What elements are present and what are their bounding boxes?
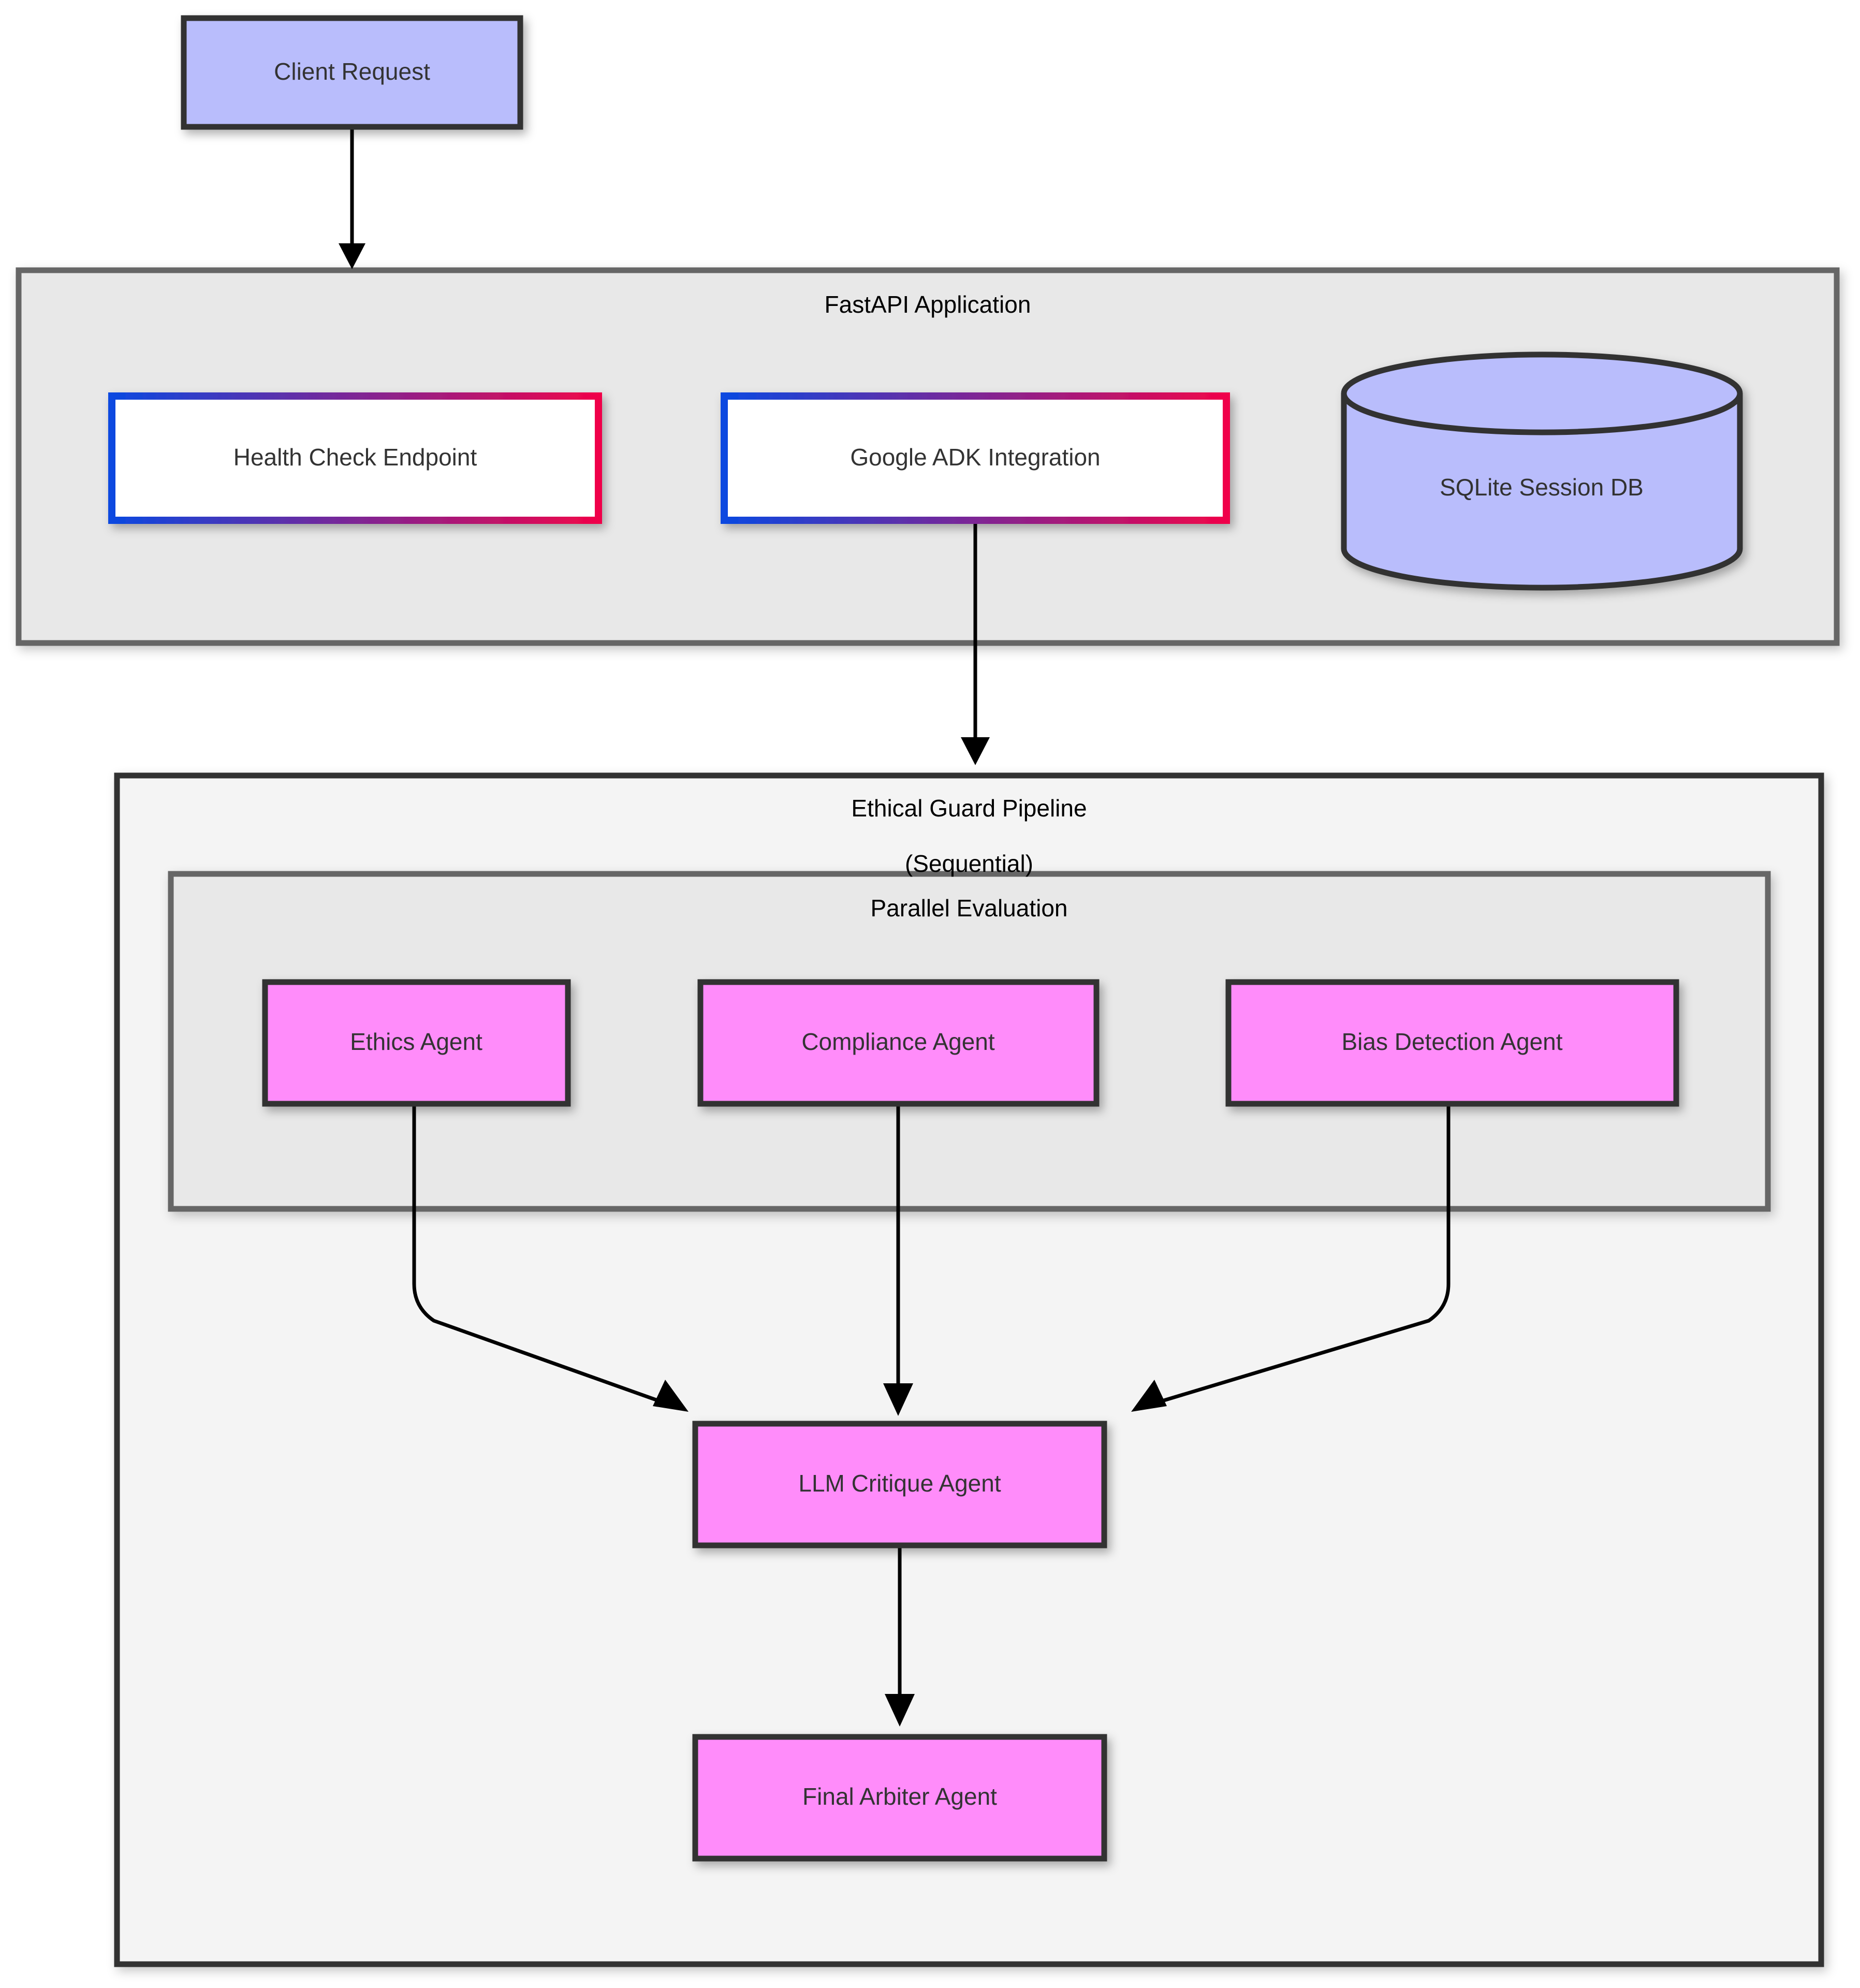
edge-ethics-to-critique [412, 1104, 689, 1412]
node-health-check-endpoint[interactable]: Health Check Endpoint [108, 392, 602, 524]
ethics-agent-box[interactable] [262, 979, 571, 1107]
bias-detection-agent-label: Bias Detection Agent [1341, 1028, 1562, 1055]
cluster-pipeline-label-line2: (Sequential) [905, 850, 1033, 877]
arrowhead-icon [885, 1694, 915, 1727]
arrowhead-icon [339, 243, 365, 269]
compliance-agent-label: Compliance Agent [801, 1028, 995, 1055]
arrowhead-icon [883, 1383, 913, 1416]
cluster-parallel-label: Parallel Evaluation [870, 895, 1067, 922]
node-sqlite-session-db[interactable]: SQLite Session DB [1341, 352, 1743, 591]
node-client-request[interactable]: Client Request [181, 15, 523, 130]
google-adk-integration-label: Google ADK Integration [850, 444, 1100, 471]
llm-critique-agent-box[interactable] [692, 1421, 1107, 1548]
client-request-box[interactable] [181, 15, 523, 130]
edge-critique-to-arbiter [885, 1545, 915, 1727]
edge-client-to-fastapi [339, 127, 365, 269]
edge-bias-to-critique [1131, 1104, 1451, 1412]
final-arbiter-agent-box[interactable] [692, 1734, 1107, 1862]
node-final-arbiter-agent[interactable]: Final Arbiter Agent [692, 1734, 1107, 1862]
edge-line [412, 1104, 669, 1406]
database-icon [1341, 393, 1743, 435]
llm-critique-agent-label: LLM Critique Agent [798, 1470, 1001, 1497]
edge-line [1151, 1104, 1451, 1406]
ethics-agent-label: Ethics Agent [350, 1028, 482, 1055]
arrowhead-icon [653, 1380, 689, 1412]
node-bias-detection-agent[interactable]: Bias Detection Agent [1225, 979, 1679, 1107]
compliance-agent-box[interactable] [697, 979, 1100, 1107]
edge-adk-to-pipeline [961, 520, 990, 765]
sqlite-session-db-cylinder-body[interactable] [1341, 352, 1743, 591]
cluster-pipeline-label-line1: Ethical Guard Pipeline [851, 795, 1087, 822]
cluster-fastapi-label: FastAPI Application [825, 291, 1031, 318]
arrowhead-icon [1131, 1380, 1167, 1412]
node-google-adk-integration[interactable]: Google ADK Integration [721, 392, 1230, 524]
health-check-endpoint-label: Health Check Endpoint [233, 444, 477, 471]
health-check-endpoint-box[interactable] [108, 392, 602, 524]
google-adk-integration-box[interactable] [721, 392, 1230, 524]
final-arbiter-agent-label: Final Arbiter Agent [802, 1783, 997, 1810]
node-ethics-agent[interactable]: Ethics Agent [262, 979, 571, 1107]
client-request-label: Client Request [274, 58, 430, 85]
bias-detection-agent-box[interactable] [1225, 979, 1679, 1107]
edge-compliance-to-critique [883, 1104, 913, 1416]
sqlite-session-db-label: SQLite Session DB [1440, 474, 1644, 501]
node-llm-critique-agent[interactable]: LLM Critique Agent [692, 1421, 1107, 1548]
node-compliance-agent[interactable]: Compliance Agent [697, 979, 1100, 1107]
arrowhead-icon [961, 737, 990, 765]
